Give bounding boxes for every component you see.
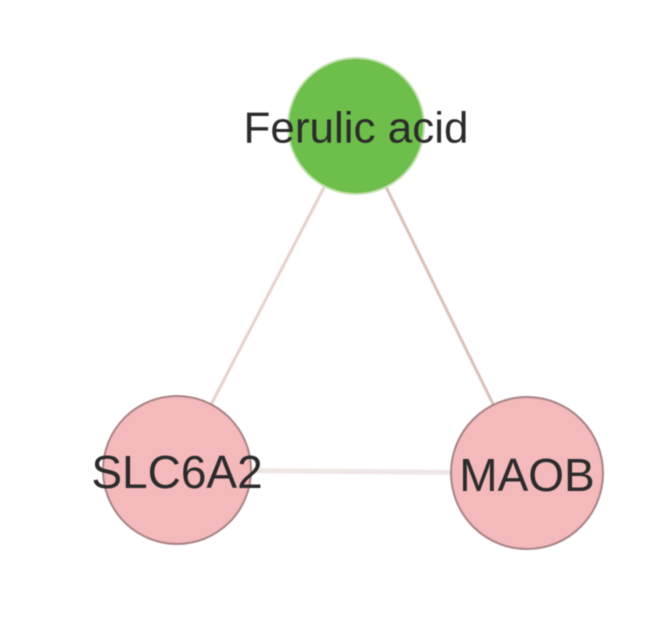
node-ferulic-acid[interactable]: Ferulic acid — [244, 57, 469, 195]
node-maob-label: MAOB — [459, 449, 594, 501]
node-ferulic-acid-label: Ferulic acid — [244, 104, 469, 153]
node-slc6a2-circle — [102, 395, 252, 545]
node-slc6a2-label: SLC6A2 — [91, 446, 262, 498]
node-slc6a2[interactable]: SLC6A2 — [91, 395, 263, 545]
nodes-layer: Ferulic acid SLC6A2 MAOB — [91, 57, 604, 550]
node-maob-circle — [450, 396, 604, 550]
node-ferulic-acid-circle — [287, 57, 425, 195]
node-maob[interactable]: MAOB — [450, 396, 604, 550]
